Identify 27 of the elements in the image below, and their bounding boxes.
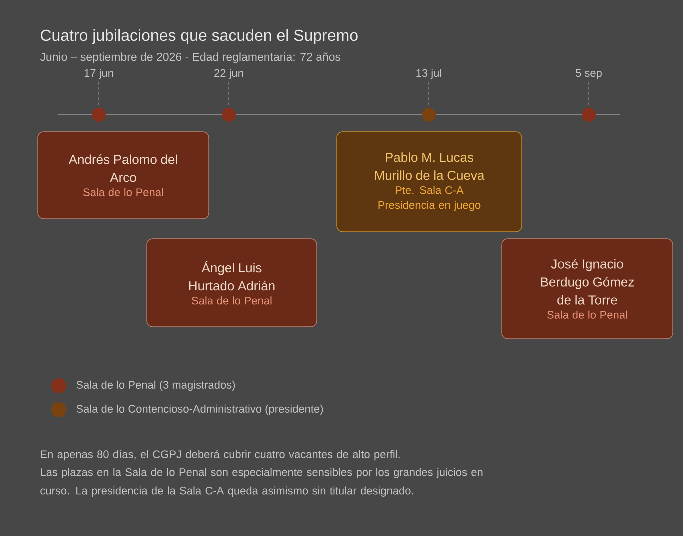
legend-label: Sala de lo Contencioso-Administrativo (presidente) [76, 404, 324, 416]
chamber-label: Presidencia en juego [378, 201, 481, 212]
person-card [38, 132, 210, 220]
person-card [336, 132, 522, 232]
person-name: Pablo M. Lucas Murillo de la Cueva [375, 152, 485, 180]
person-name: Andrés Palomo del Arco [68, 154, 178, 182]
timeline-dot [422, 108, 436, 122]
timeline-dot [222, 108, 236, 122]
person-name: José Ignacio Berdugo Gómez de la Torre [541, 259, 634, 305]
title: Cuatro jubilaciones que sacuden el Supremo [41, 29, 358, 44]
legend-label: Sala de lo Penal (3 magistrados) [76, 380, 236, 392]
chamber-label: Sala de lo Penal [84, 188, 164, 196]
timeline-dot [92, 108, 106, 122]
date-label: 5 sep [576, 69, 602, 80]
date-label: 13 jul [416, 69, 442, 80]
date-label: 17 jun [84, 69, 114, 80]
subtitle: Junio – septiembre de 2026 · Edad reglamentaria: 72 años [40, 52, 341, 64]
chamber-label: Sala de lo Penal [192, 296, 272, 305]
chamber-label: Pte. Sala C-A [396, 186, 464, 194]
note-text: Las plazas en la Sala de lo Penal son especialmente sensibles por los grandes juicios en curso. La presidencia de la Sala C-A queda asimismo sin titular designado. [40, 468, 483, 497]
timeline-dot [582, 108, 596, 122]
note-text: En apenas 80 días, el CGPJ deberá cubrir cuatro vacantes de alto perfil. [41, 450, 400, 461]
person-card [146, 238, 318, 328]
chamber-label: Sala de lo Penal [548, 310, 628, 319]
person-name: Ángel Luis Hurtado Adrián [190, 261, 275, 291]
person-card [502, 238, 674, 340]
date-label: 22 jun [214, 69, 244, 80]
